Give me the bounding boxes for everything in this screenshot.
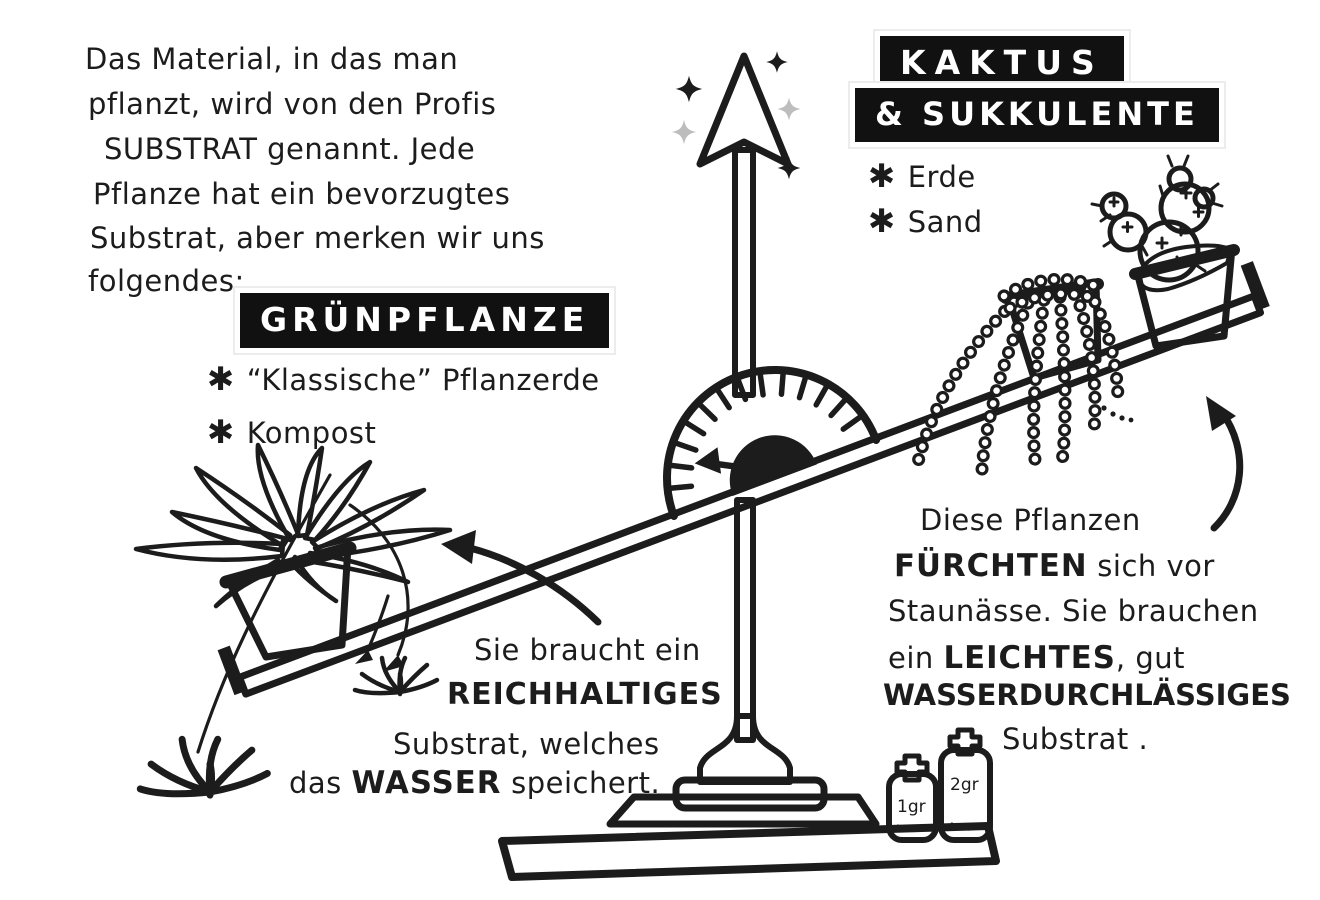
note-line-bold: REICHHALTIGES bbox=[447, 677, 723, 712]
intro-line: SUBSTRAT genannt. Jede bbox=[104, 132, 476, 166]
weight-label-1: 1gr bbox=[897, 797, 926, 817]
green-plant-title: GRÜNPFLANZE bbox=[240, 293, 610, 348]
cactus-item: ✱ Sand bbox=[868, 202, 983, 240]
note-line: Diese Pflanzen bbox=[920, 503, 1141, 537]
note-line: Sie braucht ein bbox=[474, 633, 701, 667]
annotation-arrow-right bbox=[1206, 396, 1244, 532]
asterisk-bullet-icon: ✱ bbox=[207, 360, 235, 398]
weight-label-2: 2gr bbox=[950, 775, 979, 795]
cactus-title-line2: & SUKKULENTE bbox=[855, 88, 1219, 142]
note-line-bold: WASSERDURCHLÄSSIGES bbox=[883, 678, 1291, 712]
asterisk-bullet-icon: ✱ bbox=[868, 157, 896, 195]
weight-bottle-icon: 1gr 2gr bbox=[886, 727, 993, 843]
string-of-pearls-icon bbox=[911, 272, 1134, 477]
note-line: Staunässe. Sie brauchen bbox=[888, 594, 1259, 628]
scale-pillar bbox=[606, 497, 880, 828]
cactus-item: ✱ Erde bbox=[868, 157, 976, 195]
note-line: das WASSER speichert. bbox=[289, 765, 661, 801]
green-plant-item-label: “Klassische” Pflanzerde bbox=[246, 363, 600, 397]
ground-platform bbox=[498, 822, 1000, 881]
cactus-title-line1: KAKTUS bbox=[880, 36, 1124, 91]
spider-plant-icon bbox=[133, 442, 453, 795]
note-line: Substrat, welches bbox=[393, 727, 660, 761]
intro-line: Substrat, aber merken wir uns bbox=[90, 221, 545, 255]
green-plant-item: ✱ Kompost bbox=[207, 413, 376, 451]
intro-line: Das Material, in das man bbox=[85, 42, 459, 76]
annotation-arrow-left bbox=[441, 530, 602, 626]
cactus-icon bbox=[1090, 154, 1240, 350]
intro-line: pflanzt, wird von den Profis bbox=[88, 87, 497, 121]
asterisk-bullet-icon: ✱ bbox=[207, 413, 235, 451]
cactus-item-label: Erde bbox=[907, 160, 976, 194]
gauge-icon bbox=[663, 366, 881, 520]
green-plant-item-label: Kompost bbox=[246, 416, 377, 450]
gauge-needle bbox=[694, 435, 817, 497]
intro-line: Pflanze hat ein bevorzugtes bbox=[93, 177, 511, 211]
up-arrow-icon bbox=[696, 52, 792, 398]
note-line: Substrat . bbox=[1002, 722, 1149, 756]
note-line: ein LEICHTES, gut bbox=[888, 640, 1185, 676]
note-line: FÜRCHTEN sich vor bbox=[894, 548, 1215, 584]
intro-line: folgendes: bbox=[88, 264, 245, 298]
cactus-item-label: Sand bbox=[907, 205, 983, 239]
asterisk-bullet-icon: ✱ bbox=[868, 202, 896, 240]
green-plant-item: ✱ “Klassische” Pflanzerde bbox=[207, 360, 600, 398]
